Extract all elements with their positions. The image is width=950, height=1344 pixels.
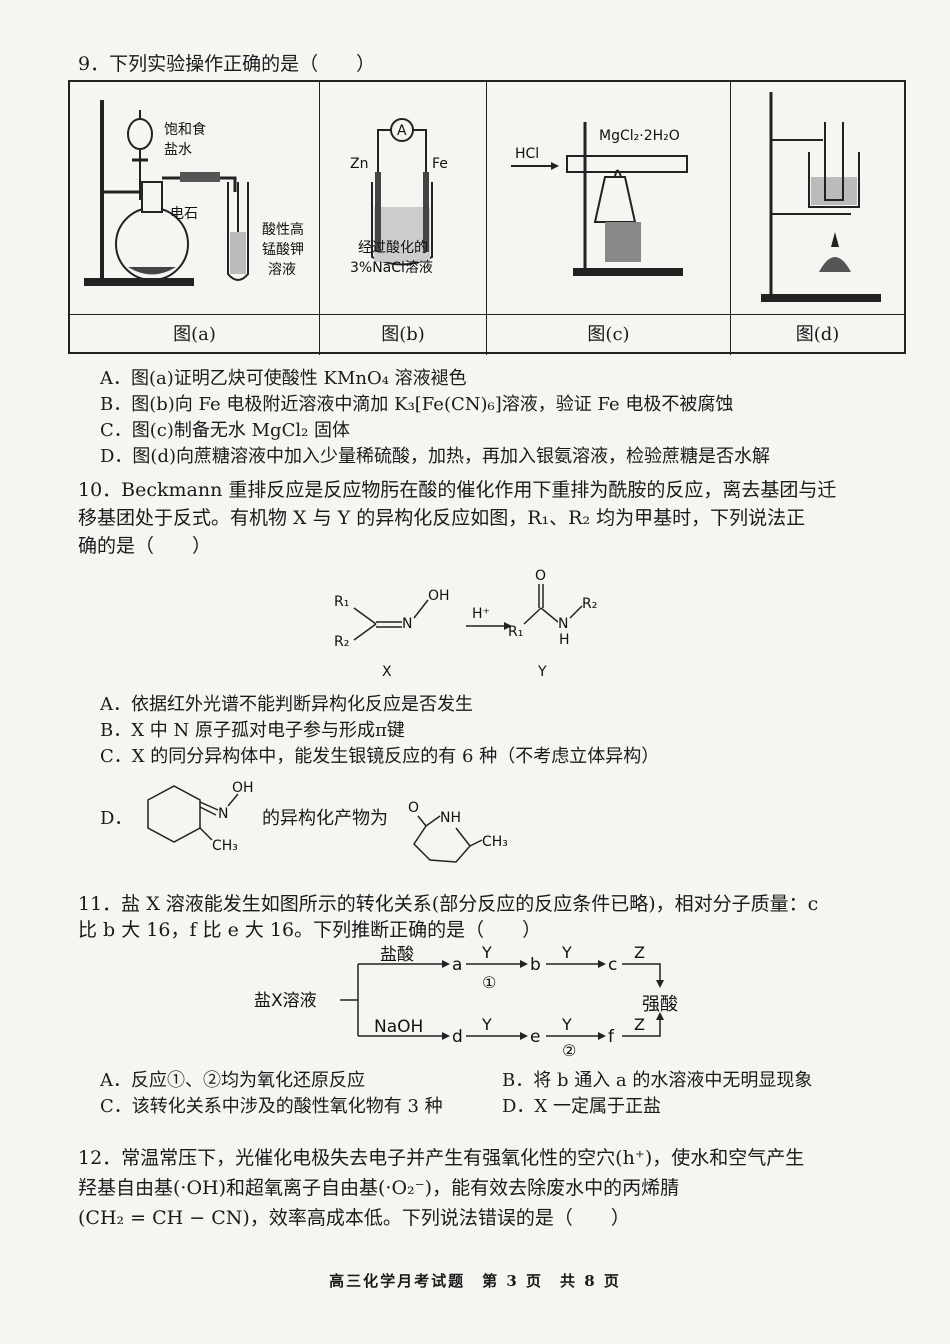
q11-stem-2: 比 b 大 16，f 比 e 大 16。下列推断正确的是（ ）: [78, 919, 542, 941]
x-r1: R₁: [334, 594, 349, 610]
label-saturated-brine-2: 盐水: [164, 142, 192, 158]
node-b: b: [530, 955, 541, 975]
mark-2: ②: [562, 1041, 576, 1058]
lactam-structure: O NH CH₃: [408, 800, 508, 863]
end-strong-acid: 强酸: [642, 994, 678, 1015]
y-o: O: [535, 568, 546, 584]
q11-stem-1: 11．盐 X 溶液能发生如图所示的转化关系(部分反应的反应条件已略)，相对分子质…: [78, 893, 819, 915]
x-r2: R₂: [334, 634, 349, 650]
caption-a: 图(a): [70, 315, 320, 355]
q10-option-c: C．X 的同分异构体中，能发生银镜反应的有 6 种（不考虑立体异构）: [100, 746, 660, 767]
label-kmno4-2: 锰酸钾: [262, 242, 304, 258]
x-n: N: [402, 616, 412, 632]
x-oh: OH: [428, 588, 450, 604]
node-f: f: [608, 1027, 615, 1047]
q11-option-a: A．反应①、②均为氧化还原反应: [100, 1070, 365, 1091]
reagent-y-1: Y: [481, 943, 492, 962]
reagent-z-2: Z: [634, 1015, 645, 1034]
y-r2: R₂: [582, 596, 597, 612]
label-nacl: 3%NaCl溶液: [350, 260, 433, 276]
node-c: c: [608, 955, 617, 975]
q9-stem: 9．下列实验操作正确的是（ ）: [78, 53, 376, 75]
figure-c: HCl MgCl₂·2H₂O: [487, 82, 731, 314]
label-zn: Zn: [350, 156, 368, 172]
figure-caption-row: 图(a) 图(b) 图(c) 图(d): [70, 314, 904, 355]
reagent-naoh: NaOH: [374, 1017, 423, 1037]
label-fe: Fe: [432, 156, 448, 172]
q9-option-b: B．图(b)向 Fe 电极附近溶液中滴加 K₃[Fe(CN)₆]溶液，验证 Fe…: [100, 394, 734, 415]
label-mgcl2: MgCl₂·2H₂O: [599, 128, 680, 144]
q11-option-d: D．X 一定属于正盐: [502, 1096, 661, 1117]
q9-option-a: A．图(a)证明乙炔可使酸性 KMnO₄ 溶液褪色: [100, 368, 467, 389]
figure-d: [731, 82, 906, 314]
label-calcium-carbide: 电石: [170, 206, 198, 222]
figure-a: 饱和食 盐水 电石 酸性高 锰酸钾 溶液: [70, 82, 320, 314]
caption-c: 图(c): [487, 315, 731, 355]
q11-option-c: C．该转化关系中涉及的酸性氧化物有 3 种: [100, 1096, 443, 1117]
caption-d: 图(d): [795, 324, 840, 345]
label-ammeter: A: [397, 123, 407, 139]
label-hcl: HCl: [515, 146, 539, 162]
label-kmno4-1: 酸性高: [262, 221, 304, 238]
arrow-h-plus: H⁺: [472, 606, 490, 622]
y-n: N: [558, 616, 568, 632]
node-d: d: [452, 1027, 463, 1047]
conversion-diagram: 盐X溶液 盐酸 a Y ① b Y c Z 强酸 NaOH d Y e Y ② …: [254, 943, 678, 1058]
d-nh: NH: [440, 810, 461, 826]
q10-stem-3: 确的是（ ）: [78, 535, 212, 557]
q12-stem-1: 12．常温常压下，光催化电极失去电子并产生有强氧化性的空穴(h⁺)，使水和空气产…: [78, 1147, 805, 1169]
d-n: N: [218, 806, 228, 822]
node-e: e: [530, 1027, 540, 1047]
label-saturated-brine-1: 饱和食: [164, 121, 206, 138]
label-kmno4-3: 溶液: [268, 262, 296, 278]
d-o: O: [408, 800, 419, 816]
node-a: a: [452, 955, 462, 975]
reagent-y-3: Y: [481, 1015, 492, 1034]
reagent-hcl: 盐酸: [380, 945, 414, 965]
q10-option-a: A．依据红外光谱不能判断异构化反应是否发生: [100, 694, 473, 715]
mark-1: ①: [482, 973, 496, 992]
label-acidified: 经过酸化的: [358, 240, 428, 256]
q12-stem-3: (CH₂ = CH − CN)，效率高成本低。下列说法错误的是（ ）: [78, 1207, 630, 1229]
reagent-z-1: Z: [634, 943, 645, 962]
reagent-y-2: Y: [561, 943, 572, 962]
q10-option-b: B．X 中 N 原子孤对电子参与形成π键: [100, 720, 405, 741]
beckmann-scheme: R₁ R₂ N OH X H⁺ O R₁ N H R₂ Y: [334, 568, 597, 680]
caption-b: 图(b): [320, 315, 487, 355]
q10-option-d-prefix: D．: [100, 808, 133, 829]
q9-option-c: C．图(c)制备无水 MgCl₂ 固体: [100, 420, 351, 441]
figure-b: A Zn Fe 经过酸化的 3%NaCl溶液: [320, 82, 487, 314]
start-salt-x: 盐X溶液: [254, 991, 317, 1011]
q9-figure-table: 饱和食 盐水 电石 酸性高 锰酸钾 溶液 A Zn Fe 经过酸化的: [68, 80, 906, 355]
page-footer: 高三化学月考试题 第 3 页 共 8 页: [329, 1272, 621, 1290]
reagent-y-4: Y: [561, 1015, 572, 1034]
q10-stem-2: 移基团处于反式。有机物 X 与 Y 的异构化反应如图，R₁、R₂ 均为甲基时，下…: [78, 507, 806, 529]
q10-stem-1: 10．Beckmann 重排反应是反应物肟在酸的催化作用下重排为酰胺的反应，离去…: [78, 479, 837, 501]
d-ch3-b: CH₃: [482, 834, 508, 850]
oxime-structure: N OH CH₃: [147, 780, 254, 854]
label-x: X: [382, 664, 392, 680]
y-r1: R₁: [508, 624, 523, 640]
q11-option-b: B．将 b 通入 a 的水溶液中无明显现象: [502, 1070, 813, 1091]
q12-stem-2: 羟基自由基(·OH)和超氧离子自由基(·O₂⁻)，能有效去除废水中的丙烯腈: [78, 1177, 680, 1199]
d-oh: OH: [232, 780, 254, 796]
d-ch3: CH₃: [212, 838, 238, 854]
q9-option-d: D．图(d)向蔗糖溶液中加入少量稀硫酸，加热，再加入银氨溶液，检验蔗糖是否水解: [100, 446, 770, 467]
q10-option-d-text: 的异构化产物为: [262, 808, 388, 829]
y-h: H: [559, 632, 570, 648]
label-y: Y: [537, 664, 547, 680]
